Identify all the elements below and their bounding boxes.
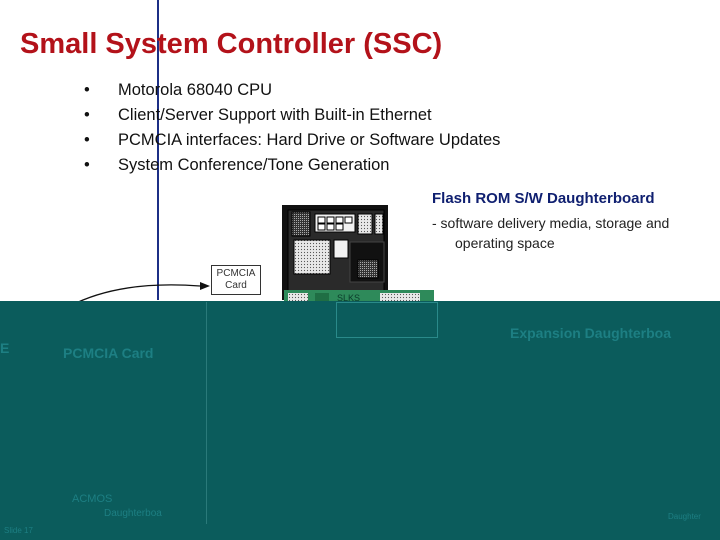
bullet-item: • Motorola 68040 CPU — [84, 78, 500, 103]
slot-label: SLKS — [337, 293, 360, 303]
bullet-dot: • — [84, 106, 90, 124]
flash-rom-title: Flash ROM S/W Daughterboard — [432, 190, 655, 207]
bullet-item: • System Conference/Tone Generation — [84, 153, 500, 178]
bullet-text: Client/Server Support with Built-in Ethe… — [118, 106, 432, 124]
teal-bottom-label-line1: ACMOS — [72, 493, 113, 505]
large-chip — [293, 239, 331, 275]
bullet-text: PCMCIA interfaces: Hard Drive or Softwar… — [118, 131, 501, 149]
circuit-board-illustration: SLKS — [282, 205, 434, 304]
slide-number: Slide 17 — [4, 526, 33, 535]
curved-arrow-icon — [69, 282, 210, 307]
teal-pcmcia-card-label: PCMCIA Card — [63, 345, 154, 361]
bullet-dot: • — [84, 156, 90, 174]
bullet-dot: • — [84, 81, 90, 99]
teal-left-fragment: E — [0, 340, 10, 356]
pcmcia-card-label: PCMCIA Card — [211, 265, 261, 295]
teal-outline-box — [336, 302, 438, 338]
teal-expansion-daughterboard-label: Expansion Daughterboa — [510, 325, 672, 341]
bullet-text: System Conference/Tone Generation — [118, 156, 390, 174]
accent-vertical-line — [157, 0, 159, 300]
bullet-dot: • — [84, 131, 90, 149]
bullet-text: Motorola 68040 CPU — [118, 81, 273, 99]
chip — [374, 213, 384, 235]
bullet-list: • Motorola 68040 CPU • Client/Server Suppo… — [84, 78, 500, 178]
bullet-item: • Client/Server Support with Built-in Eth… — [84, 103, 500, 128]
teal-divider-line — [206, 302, 207, 524]
bullet-item: • PCMCIA interfaces: Hard Drive or Softwa… — [84, 128, 500, 153]
connector — [291, 211, 311, 237]
flash-rom-description-line2: operating space — [455, 235, 555, 251]
chip — [357, 213, 373, 235]
slide-title: Small System Controller (SSC) — [20, 28, 443, 60]
teal-bottom-label-line2: Daughterboa — [104, 508, 162, 519]
teal-corner-label: Daughter — [668, 512, 701, 521]
flash-rom-description-line1: - software delivery media, storage and — [432, 215, 670, 231]
teal-overlay-panel — [0, 301, 720, 540]
